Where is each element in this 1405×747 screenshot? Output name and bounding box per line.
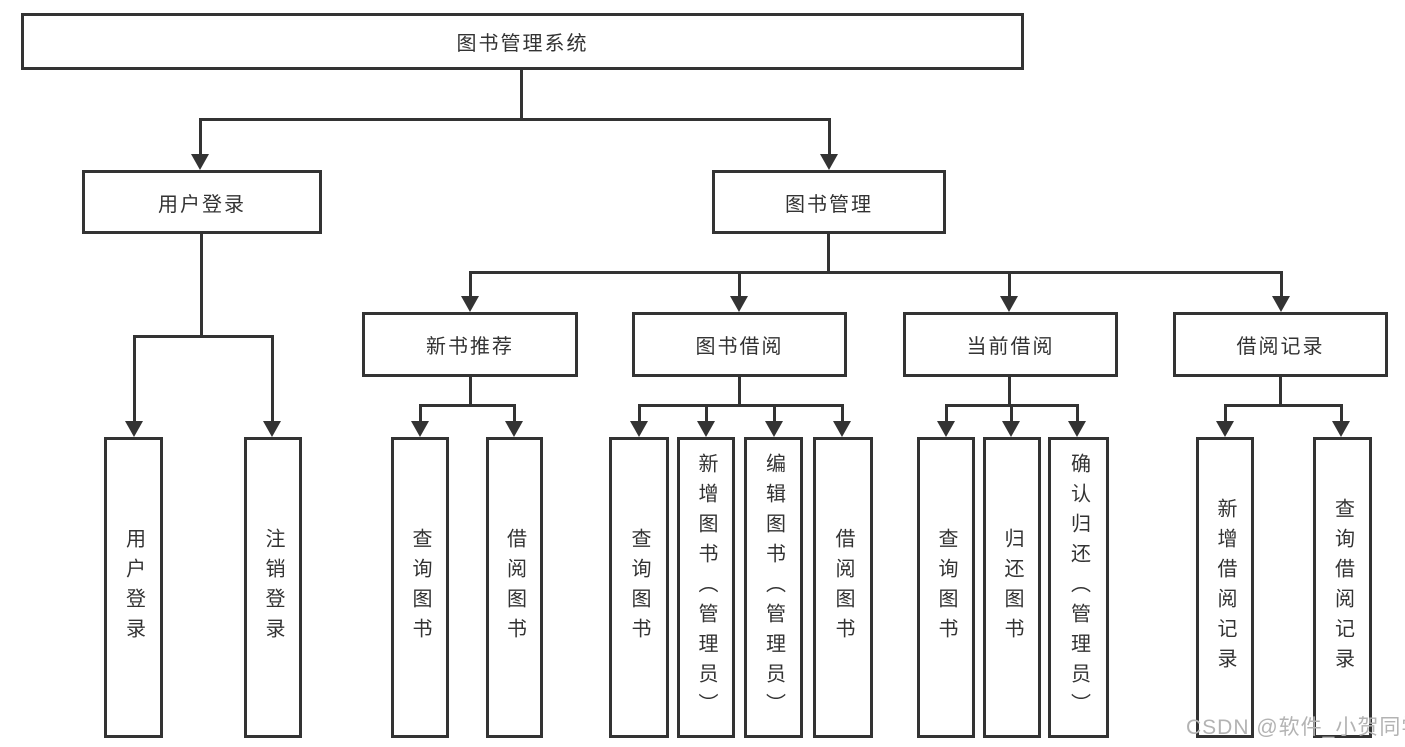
connector-bb-spread bbox=[638, 404, 844, 407]
leaf-logout: 注销登录 bbox=[244, 437, 302, 738]
node-user-login: 用户登录 bbox=[82, 170, 322, 234]
connector-bb-drop-4 bbox=[841, 404, 844, 421]
node-book-borrowing: 图书借阅 bbox=[632, 312, 847, 377]
arrow-to-nbr-borrow bbox=[505, 421, 523, 437]
connector-root-right-drop bbox=[828, 118, 831, 155]
connector-user-login-stem bbox=[200, 234, 203, 335]
leaf-bb-borrow-books-label: 借阅图书 bbox=[832, 527, 854, 648]
arrow-to-cb-query bbox=[937, 421, 955, 437]
connector-bb-stem bbox=[738, 377, 741, 404]
arrow-to-br-add bbox=[1216, 421, 1234, 437]
connector-cb-drop-3 bbox=[1076, 404, 1079, 421]
connector-bb-drop-3 bbox=[773, 404, 776, 421]
leaf-bb-query-books-label: 查询图书 bbox=[628, 527, 650, 648]
connector-br-drop-1 bbox=[1224, 404, 1227, 421]
connector-book-mgmt-stem bbox=[827, 234, 830, 271]
connector-cb-stem bbox=[1008, 377, 1011, 404]
leaf-bb-edit-books-admin: 编辑图书（管理员） bbox=[744, 437, 803, 738]
leaf-cb-return-books: 归还图书 bbox=[983, 437, 1041, 738]
leaf-bb-add-books-admin: 新增图书（管理员） bbox=[677, 437, 735, 738]
leaf-nbr-borrow-books-label: 借阅图书 bbox=[503, 527, 526, 648]
leaf-cb-query-books-label: 查询图书 bbox=[935, 527, 957, 648]
arrow-to-current-borrowing bbox=[1000, 296, 1018, 312]
node-book-management: 图书管理 bbox=[712, 170, 946, 234]
leaf-logout-label: 注销登录 bbox=[262, 527, 284, 648]
leaf-bb-edit-books-admin-label: 编辑图书（管理员） bbox=[762, 452, 785, 723]
connector-root-stem bbox=[520, 69, 523, 118]
arrow-to-borrow-records bbox=[1272, 296, 1290, 312]
connector-cb-drop-2 bbox=[1010, 404, 1013, 421]
connector-root-left-drop bbox=[199, 118, 202, 155]
connector-user-login-drop-1 bbox=[133, 335, 136, 421]
connector-user-login-drop-2 bbox=[271, 335, 274, 421]
arrow-to-bb-edit bbox=[765, 421, 783, 437]
leaf-bb-add-books-admin-label: 新增图书（管理员） bbox=[695, 452, 717, 723]
leaf-user-login-label: 用户登录 bbox=[122, 527, 145, 648]
arrow-to-bb-borrow bbox=[833, 421, 851, 437]
leaf-cb-return-books-label: 归还图书 bbox=[1001, 527, 1023, 648]
connector-cb-drop-1 bbox=[945, 404, 948, 421]
leaf-br-query-record-label: 查询借阅记录 bbox=[1331, 497, 1354, 678]
connector-br-drop-2 bbox=[1340, 404, 1343, 421]
leaf-br-query-record: 查询借阅记录 bbox=[1313, 437, 1372, 738]
watermark: CSDN @软件_小贺同学 bbox=[1186, 716, 1405, 739]
leaf-cb-confirm-return-admin-label: 确认归还（管理员） bbox=[1067, 452, 1090, 723]
leaf-nbr-query-books: 查询图书 bbox=[391, 437, 449, 738]
arrow-to-bb-add bbox=[697, 421, 715, 437]
connector-book-mgmt-spread bbox=[469, 271, 1282, 274]
arrow-to-br-query bbox=[1332, 421, 1350, 437]
leaf-br-add-record: 新增借阅记录 bbox=[1196, 437, 1254, 738]
leaf-nbr-query-books-label: 查询图书 bbox=[409, 527, 431, 648]
leaf-nbr-borrow-books: 借阅图书 bbox=[486, 437, 543, 738]
arrow-to-leaf-logout bbox=[263, 421, 281, 437]
leaf-cb-query-books: 查询图书 bbox=[917, 437, 975, 738]
node-borrow-records: 借阅记录 bbox=[1173, 312, 1388, 377]
leaf-user-login: 用户登录 bbox=[104, 437, 163, 738]
connector-nbr-drop-2 bbox=[513, 404, 516, 421]
arrow-to-nbr-query bbox=[411, 421, 429, 437]
connector-root-spread bbox=[199, 118, 831, 121]
leaf-br-add-record-label: 新增借阅记录 bbox=[1214, 497, 1236, 678]
arrow-to-new-book-recommend bbox=[461, 296, 479, 312]
connector-drop-current-borrow bbox=[1008, 271, 1011, 297]
leaf-cb-confirm-return-admin: 确认归还（管理员） bbox=[1048, 437, 1109, 738]
connector-nbr-stem bbox=[469, 377, 472, 404]
node-new-book-recommend: 新书推荐 bbox=[362, 312, 578, 377]
connector-br-spread bbox=[1224, 404, 1343, 407]
arrow-to-leaf-user-login bbox=[125, 421, 143, 437]
arrow-to-cb-return bbox=[1002, 421, 1020, 437]
connector-drop-borrow-records bbox=[1280, 271, 1283, 297]
arrow-to-user-login bbox=[191, 154, 209, 170]
connector-user-login-spread bbox=[133, 335, 274, 338]
leaf-bb-borrow-books: 借阅图书 bbox=[813, 437, 873, 738]
connector-nbr-drop-1 bbox=[419, 404, 422, 421]
arrow-to-cb-confirm bbox=[1068, 421, 1086, 437]
connector-bb-drop-1 bbox=[638, 404, 641, 421]
arrow-to-book-borrowing bbox=[730, 296, 748, 312]
connector-nbr-spread bbox=[419, 404, 516, 407]
connector-bb-drop-2 bbox=[705, 404, 708, 421]
connector-drop-book-borrow bbox=[738, 271, 741, 297]
node-library-management-system: 图书管理系统 bbox=[21, 13, 1024, 70]
connector-br-stem bbox=[1279, 377, 1282, 404]
arrow-to-book-management bbox=[820, 154, 838, 170]
leaf-bb-query-books: 查询图书 bbox=[609, 437, 669, 738]
connector-drop-new-book bbox=[469, 271, 472, 297]
node-current-borrowing: 当前借阅 bbox=[903, 312, 1118, 377]
arrow-to-bb-query bbox=[630, 421, 648, 437]
